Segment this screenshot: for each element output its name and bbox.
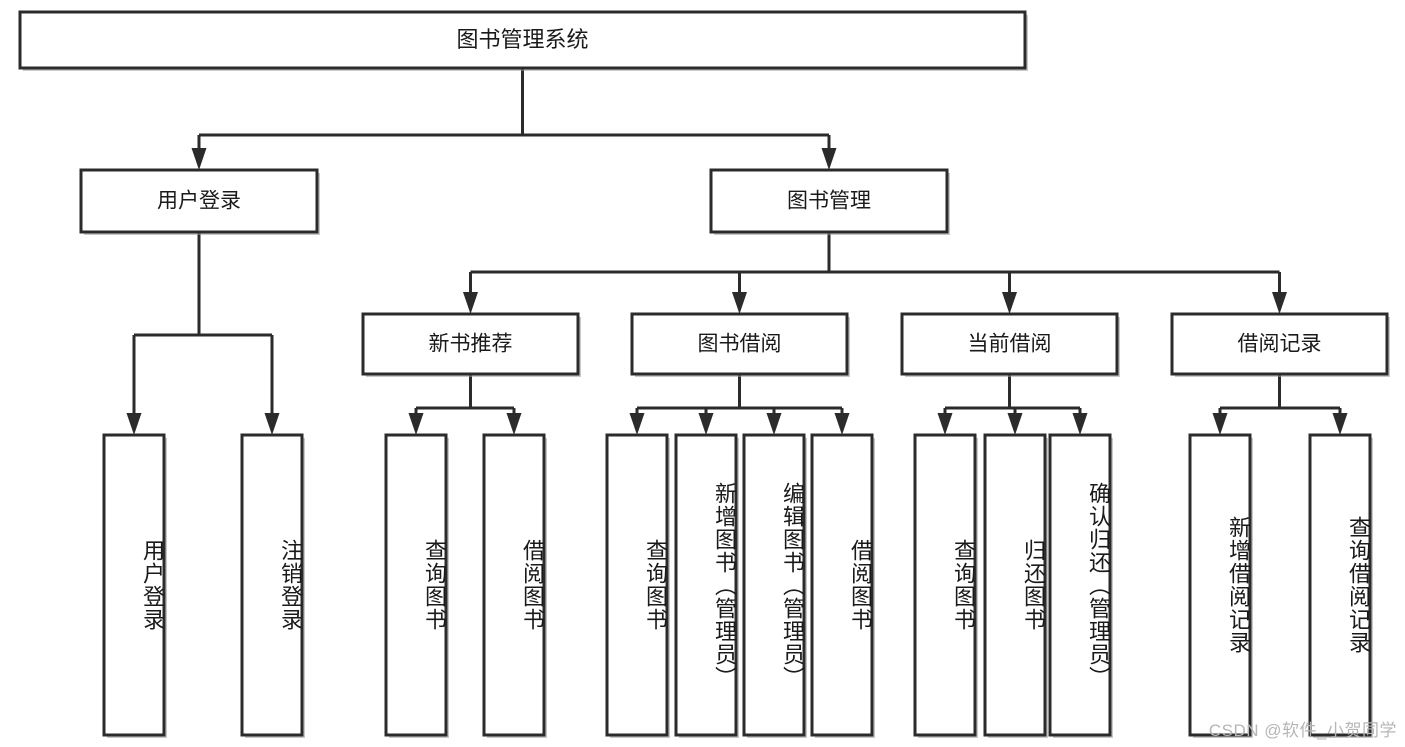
node-label-current-borrow: 当前借阅 [968, 333, 1052, 356]
node-box-book-borrow[interactable] [630, 312, 850, 377]
node-label-book-borrow: 图书借阅 [698, 333, 782, 356]
edge-arrowhead [821, 148, 837, 170]
edges-layer [126, 68, 1348, 435]
node-box-user-login[interactable] [79, 168, 320, 235]
edge-arrowhead [834, 413, 850, 435]
edge-arrowhead [766, 413, 782, 435]
edge-arrowhead [463, 292, 478, 314]
node-box-leaf-rec-query-book[interactable] [384, 433, 449, 738]
node-box-borrow-record[interactable] [1170, 312, 1390, 377]
edge-arrowhead [698, 413, 714, 435]
node-box-leaf-borrow-query-book[interactable] [605, 433, 670, 738]
node-label-borrow-record: 借阅记录 [1238, 333, 1322, 356]
node-box-leaf-borrow-add-book[interactable] [674, 433, 739, 738]
edge-arrowhead [191, 148, 207, 170]
node-box-book-manage[interactable] [709, 168, 950, 235]
edge-arrowhead [732, 292, 747, 314]
edge-arrowhead [1272, 292, 1287, 314]
edge-arrowhead [1332, 413, 1348, 435]
edge-arrowhead [126, 413, 142, 435]
node-box-leaf-user-logout[interactable] [240, 433, 305, 738]
node-box-root[interactable] [18, 10, 1028, 71]
node-box-leaf-borrow-edit-book[interactable] [742, 433, 807, 738]
node-label-user-login: 用户登录 [157, 190, 241, 213]
node-label-new-book-rec: 新书推荐 [429, 333, 513, 356]
node-box-leaf-current-return-book[interactable] [983, 433, 1048, 738]
node-box-leaf-rec-borrow-book[interactable] [482, 433, 547, 738]
node-box-leaf-record-add[interactable] [1188, 433, 1253, 738]
edge-arrowhead [1072, 413, 1088, 435]
edge-arrowhead [1007, 413, 1023, 435]
node-box-leaf-record-query[interactable] [1308, 433, 1373, 738]
boxes-layer [18, 10, 1390, 738]
edge-arrowhead [408, 413, 424, 435]
edge-arrowhead [1002, 292, 1017, 314]
node-box-leaf-current-query-book[interactable] [913, 433, 978, 738]
node-box-leaf-user-login[interactable] [102, 433, 167, 738]
edge-arrowhead [629, 413, 645, 435]
csdn-watermark: CSDN @软件_小贺同学 [1208, 721, 1397, 740]
edge-arrowhead [264, 413, 280, 435]
edge-arrowhead [937, 413, 953, 435]
edge-arrowhead [506, 413, 522, 435]
node-label-book-manage: 图书管理 [787, 190, 871, 213]
node-box-new-book-rec[interactable] [361, 312, 581, 377]
node-box-leaf-borrow-borrow-book[interactable] [810, 433, 875, 738]
node-box-current-borrow[interactable] [900, 312, 1120, 377]
node-label-root: 图书管理系统 [456, 27, 588, 52]
node-box-leaf-current-confirm-return[interactable] [1048, 433, 1113, 738]
edge-arrowhead [1212, 413, 1228, 435]
